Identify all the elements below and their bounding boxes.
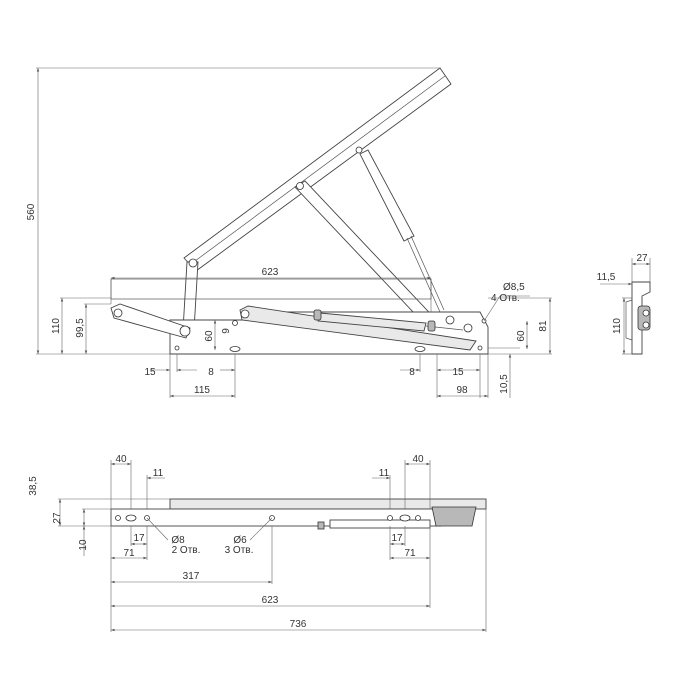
gas-spring-fitting (427, 320, 436, 332)
mount-hole (174, 345, 180, 351)
upper-gas-spring (359, 149, 415, 242)
dim-27-top: 27 (52, 512, 63, 524)
top-hole (415, 515, 421, 521)
end-view: 27 11,5 110 (597, 253, 651, 355)
slot-hole (229, 346, 241, 352)
dim-38-5: 38,5 (28, 476, 39, 496)
frame-outline (110, 278, 432, 300)
dim-110: 110 (51, 318, 62, 334)
hole-count-2: 2 Отв. (172, 545, 201, 556)
dim-99-5: 99,5 (75, 318, 86, 338)
slot-hole (414, 346, 426, 352)
dim-60-right: 60 (516, 330, 527, 342)
mount-hole (477, 345, 483, 351)
dim-81: 81 (538, 320, 549, 332)
top-hole (387, 515, 393, 521)
end-hole (642, 309, 650, 317)
pivot-hole (463, 323, 473, 333)
dim-15-right: 15 (452, 367, 464, 378)
dim-15-left: 15 (144, 367, 156, 378)
top-slot (399, 514, 411, 522)
dim-11-left: 11 (153, 468, 164, 479)
hole-diameter-6: Ø6 (233, 535, 247, 546)
gas-spring-fitting (313, 309, 322, 321)
end-hole (642, 321, 650, 329)
dim-60-left: 60 (204, 330, 215, 342)
pivot-hole (445, 315, 455, 325)
side-view: 560 110 99,5 623 60 9 Ø8,5 4 Отв. 60 81 … (26, 67, 552, 398)
dim-11-5: 11,5 (597, 272, 616, 283)
dim-110-end: 110 (612, 318, 623, 334)
pivot-hole (355, 146, 363, 154)
pivot-hole (113, 308, 123, 318)
dim-560: 560 (26, 203, 37, 220)
dim-27-end: 27 (636, 253, 648, 264)
dim-17-left: 17 (133, 533, 145, 544)
top-gas-spring (329, 519, 431, 529)
hole-diameter-8-5: Ø8,5 (503, 282, 525, 293)
dim-8-left: 8 (208, 367, 214, 378)
mount-hole (232, 320, 238, 326)
dim-623-top: 623 (262, 595, 279, 606)
dim-736: 736 (290, 619, 307, 630)
hole-count-3: 3 Отв. (225, 545, 254, 556)
dim-11-right: 11 (379, 468, 390, 479)
dim-10: 10 (78, 539, 89, 551)
dim-8-right: 8 (409, 367, 415, 378)
dim-40-right: 40 (412, 454, 424, 465)
pivot-hole (240, 309, 250, 319)
dim-9: 9 (221, 328, 232, 334)
pivot-hole (179, 325, 191, 337)
hole-count-4: 4 Отв. (491, 293, 520, 304)
lower-arm (239, 305, 477, 351)
dim-317: 317 (183, 571, 200, 582)
top-hole (115, 515, 121, 521)
dim-115: 115 (194, 385, 210, 396)
dim-71-right: 71 (404, 548, 416, 559)
dim-17-right: 17 (391, 533, 403, 544)
lid-panel (183, 67, 452, 272)
dim-98: 98 (456, 385, 468, 396)
top-hinge-block (431, 506, 477, 527)
pivot-hole (188, 258, 198, 268)
hole-diameter-8: Ø8 (171, 535, 185, 546)
top-fitting (317, 521, 325, 530)
pivot-hole (296, 182, 304, 190)
dim-40-left: 40 (115, 454, 127, 465)
dim-623-side: 623 (262, 267, 279, 278)
dim-71-left: 71 (123, 548, 135, 559)
top-view: 38,5 27 10 40 11 17 71 Ø8 2 Отв. Ø6 3 От… (28, 454, 487, 632)
dim-10-5: 10,5 (499, 374, 510, 394)
top-slot (125, 514, 137, 522)
